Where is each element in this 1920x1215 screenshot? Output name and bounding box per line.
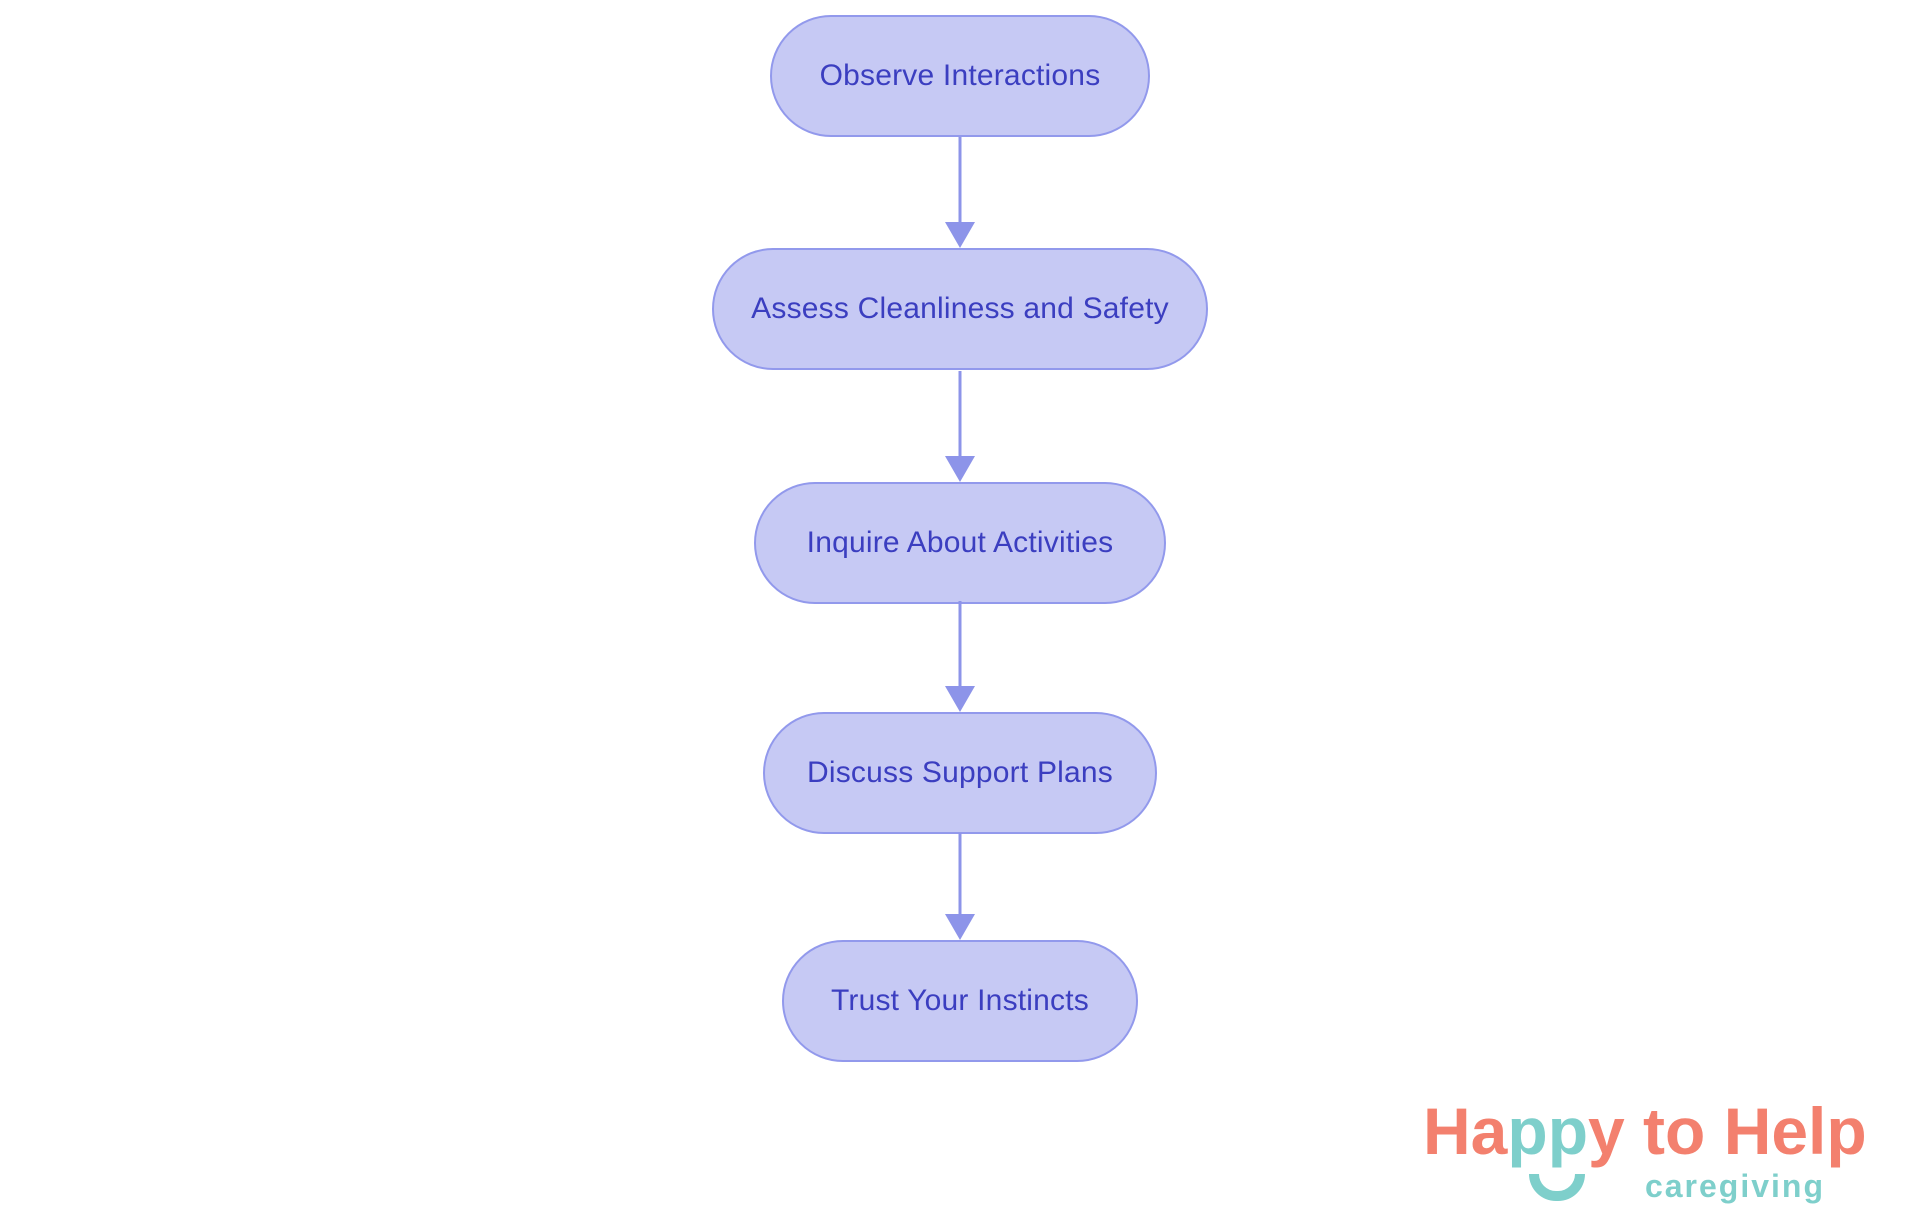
arrow-shaft xyxy=(958,371,962,460)
logo-wordmark: Happy to Help xyxy=(1423,1098,1885,1164)
flow-arrow-1 xyxy=(944,137,976,248)
logo-subtitle: caregiving xyxy=(1644,1168,1825,1204)
arrow-head-icon xyxy=(945,914,975,940)
flow-node-label: Trust Your Instincts xyxy=(830,984,1089,1017)
logo-wordmark-teal-pp: pp xyxy=(1507,1094,1589,1168)
flow-node-observe-interactions: Observe Interactions xyxy=(770,15,1150,137)
flow-node-label: Assess Cleanliness and Safety xyxy=(751,292,1169,325)
arrow-shaft xyxy=(958,833,962,918)
flow-node-trust-your-instincts: Trust Your Instincts xyxy=(782,940,1138,1062)
arrow-shaft xyxy=(958,137,962,226)
flow-node-label: Discuss Support Plans xyxy=(806,756,1113,789)
arrow-head-icon xyxy=(945,686,975,712)
flow-arrow-4 xyxy=(944,833,976,940)
flow-arrow-3 xyxy=(944,601,976,712)
arrow-shaft xyxy=(958,601,962,690)
flow-arrow-2 xyxy=(944,371,976,482)
arrow-head-icon xyxy=(945,456,975,482)
logo-smile-icon xyxy=(1529,1174,1585,1201)
logo-wordmark-coral-end: y to Help xyxy=(1588,1094,1867,1168)
logo-wordmark-coral-start: Ha xyxy=(1423,1094,1508,1168)
flow-node-discuss-support-plans: Discuss Support Plans xyxy=(763,712,1157,834)
flow-node-label: Inquire About Activities xyxy=(806,526,1114,559)
flow-node-label: Observe Interactions xyxy=(819,59,1101,92)
arrow-head-icon xyxy=(945,222,975,248)
flow-node-inquire-about-activities: Inquire About Activities xyxy=(754,482,1166,604)
brand-logo: Happy to Help caregiving xyxy=(1423,1098,1885,1210)
flow-node-assess-cleanliness-and-safety: Assess Cleanliness and Safety xyxy=(712,248,1208,370)
